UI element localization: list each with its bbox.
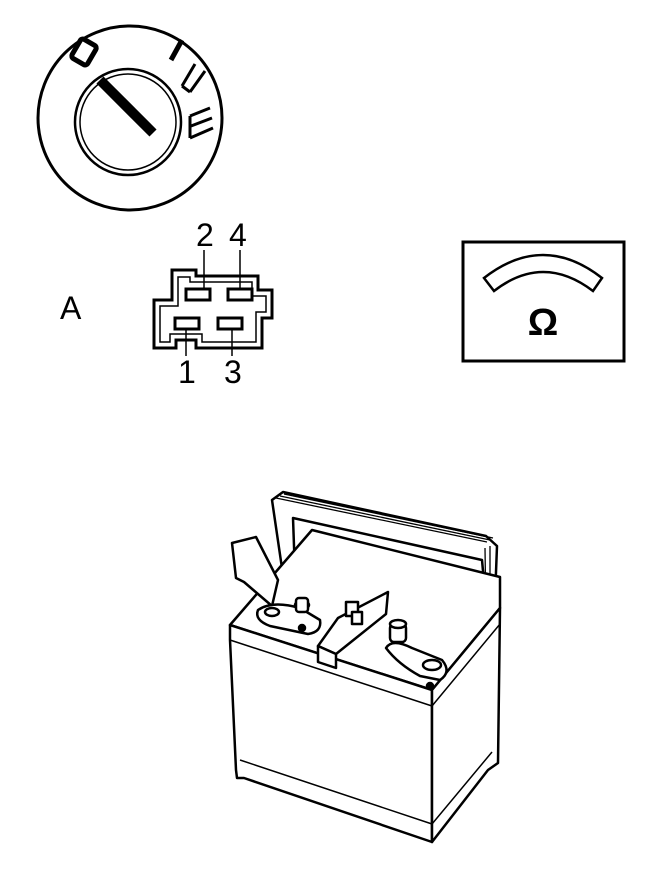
connector-inner-outline — [159, 276, 267, 343]
pin-label-1: 1 — [178, 354, 196, 390]
ignition-switch-outer-ring — [36, 24, 224, 212]
pin-3-socket — [216, 316, 244, 331]
position-0-marker — [69, 36, 99, 68]
pin-label-4: 4 — [229, 217, 247, 253]
pin-label-3: 3 — [224, 354, 242, 390]
ignition-switch-inner-ring-2 — [79, 73, 177, 171]
ohmmeter: Ω — [461, 240, 626, 363]
position-2-marker — [180, 63, 207, 94]
battery-lid-rim — [229, 623, 501, 843]
vent-block — [316, 590, 390, 670]
positive-terminal — [384, 618, 448, 691]
ignition-switch-inner-ring — [73, 67, 183, 177]
ohmmeter-scale-arc — [482, 253, 604, 293]
pin-label-2: 2 — [196, 217, 214, 253]
pin-2-socket — [184, 287, 212, 302]
connector-outline — [152, 268, 274, 350]
pin-4-socket — [226, 287, 254, 302]
negative-terminal — [256, 596, 322, 636]
pin-1-socket — [173, 316, 201, 331]
position-3-marker — [188, 106, 214, 140]
ignition-switch — [36, 24, 224, 212]
ohm-symbol: Ω — [528, 302, 558, 344]
position-1-marker — [168, 38, 185, 62]
connector-label: A — [60, 290, 82, 326]
car-battery — [228, 490, 502, 844]
key-slot — [96, 76, 157, 137]
connector-a — [152, 250, 274, 356]
ohmmeter-frame — [461, 240, 626, 363]
battery-handle-ridges — [275, 493, 494, 620]
